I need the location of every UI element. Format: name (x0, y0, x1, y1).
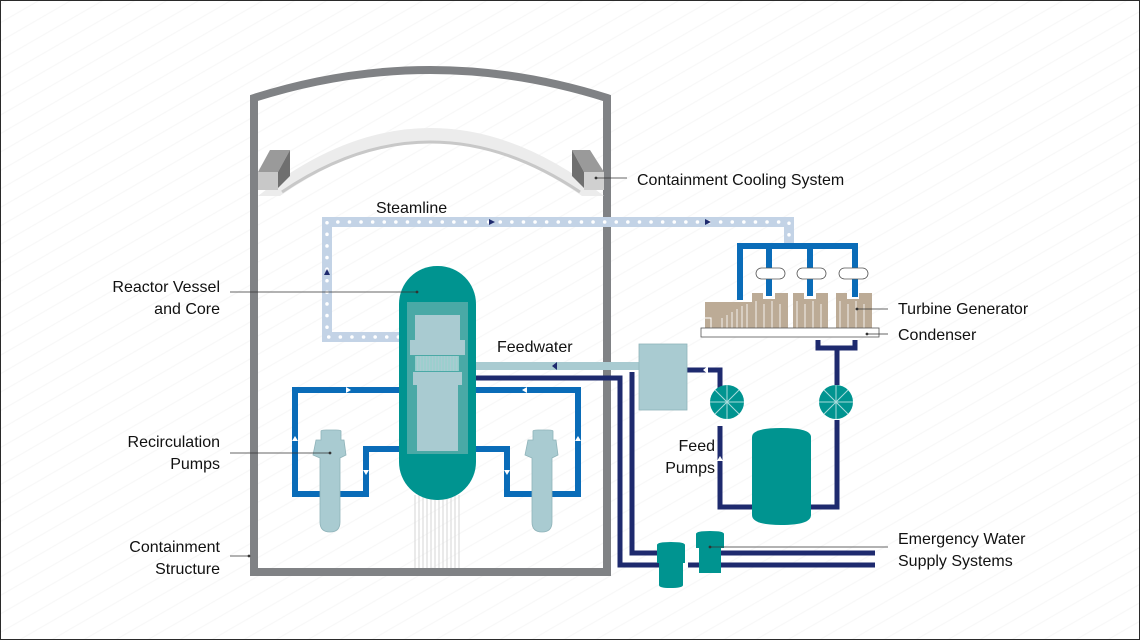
steam-separators (755, 267, 869, 280)
flow-arrow (363, 470, 369, 475)
cooling-block-right (572, 150, 604, 190)
label-emergency-water-1: Emergency Water (898, 531, 1026, 548)
flow-arrow (346, 387, 351, 393)
recirculation-loop-left (292, 387, 402, 497)
label-recirculation-2: Pumps (170, 456, 220, 473)
control-rod-drives (414, 495, 460, 568)
flow-arrow (292, 436, 298, 441)
core-fuel-rods-bg (416, 356, 458, 371)
label-turbine-generator: Turbine Generator (898, 301, 1029, 318)
core-fuel-rods (415, 356, 459, 371)
label-emergency-water-2: Supply Systems (898, 553, 1013, 570)
turbine-blades (721, 301, 865, 328)
feed-pump-right (819, 385, 853, 419)
emergency-pump-right (696, 531, 724, 573)
recirculation-pump-right (524, 429, 559, 533)
steamline-arrow (324, 269, 330, 275)
feedwater-arrow (552, 362, 557, 370)
emergency-pump-left (657, 542, 685, 588)
steamline-arrow (489, 219, 495, 225)
containment-cooling-arc-edge (281, 140, 581, 194)
feedwater-pipe (476, 362, 640, 370)
label-condenser: Condenser (898, 327, 977, 344)
label-containment-structure-1: Containment (129, 539, 220, 556)
label-feed-pumps-2: Pumps (665, 460, 715, 477)
label-feed-pumps-1: Feed (679, 438, 715, 455)
feed-arrow (717, 456, 723, 461)
feed-pump-left (710, 385, 744, 419)
label-steamline: Steamline (376, 200, 447, 217)
feed-arrow (703, 366, 708, 374)
label-reactor-vessel-1: Reactor Vessel (112, 279, 220, 296)
label-feedwater: Feedwater (497, 339, 573, 356)
feed-navy-lines (476, 340, 875, 568)
label-reactor-vessel-2: and Core (154, 301, 220, 318)
containment-cooling-arc (258, 128, 604, 196)
cooling-block-left (258, 150, 290, 190)
flow-arrow (575, 436, 581, 441)
recirculation-loop-right (474, 387, 581, 497)
label-recirculation-1: Recirculation (128, 434, 220, 451)
containment-structure (250, 66, 611, 576)
label-containment-structure-2: Structure (155, 561, 220, 578)
hotwell-tank (752, 428, 811, 525)
condenser (700, 327, 880, 338)
steamline-dots (325, 220, 791, 339)
reactor-core (410, 315, 465, 451)
steamline-arrow (705, 219, 711, 225)
recirculation-pump-left (312, 429, 347, 533)
turbine-generator (705, 293, 872, 328)
feedwater-heater (638, 343, 688, 411)
label-containment-cooling: Containment Cooling System (637, 172, 844, 189)
flow-arrow (504, 470, 510, 475)
leader-lines (230, 176, 888, 558)
flow-arrow (522, 387, 527, 393)
turbine-step (705, 317, 712, 328)
